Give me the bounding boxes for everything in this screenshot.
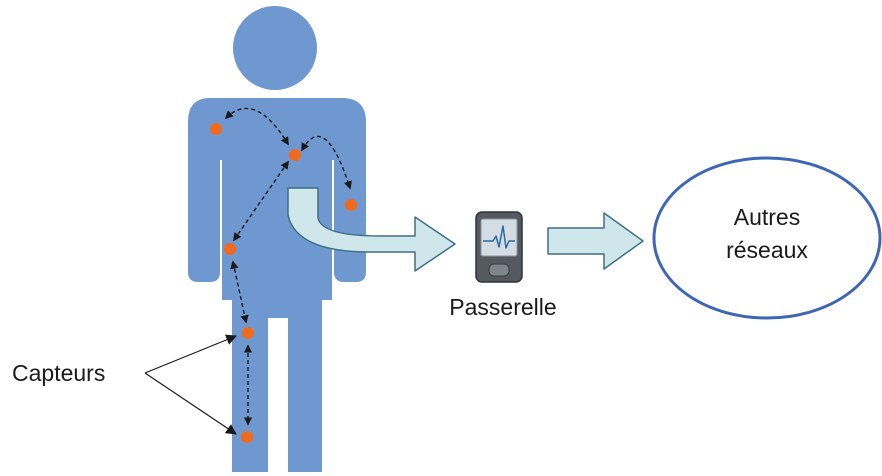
sensor-chest [289,149,301,161]
human-body-icon [188,6,366,472]
sensor-links [224,107,352,426]
pda-ecg-icon [475,211,523,283]
link-chest-hip [233,160,289,242]
sensor-arm [345,199,357,211]
sensors-callout-arrows [144,334,238,435]
body-torso [188,98,366,472]
networks-ellipse [652,156,882,320]
sensor-hip [224,243,236,255]
sensors-label: Capteurs [12,360,105,386]
networks-label-line1: Autres [734,204,800,230]
flow-arrow-gateway-to-networks [547,212,644,270]
callout-arrow-shin [144,372,237,435]
link-chest-arm [301,135,352,190]
pda-button [488,263,510,277]
link-hip-thigh [230,260,249,324]
sensor-thigh [242,327,254,339]
networks-label-line2: réseaux [726,237,808,263]
sensors [210,123,357,443]
ecg-trace-icon [483,225,515,249]
link-shoulder-chest [224,107,289,146]
sensor-shin [241,431,253,443]
callout-arrow-thigh [144,334,238,374]
flow-arrow-body-to-gateway [287,187,456,272]
pda-screen [480,218,518,257]
sensor-shoulder [210,123,222,135]
body-head [233,6,317,90]
gateway-label: Passerelle [449,294,556,320]
